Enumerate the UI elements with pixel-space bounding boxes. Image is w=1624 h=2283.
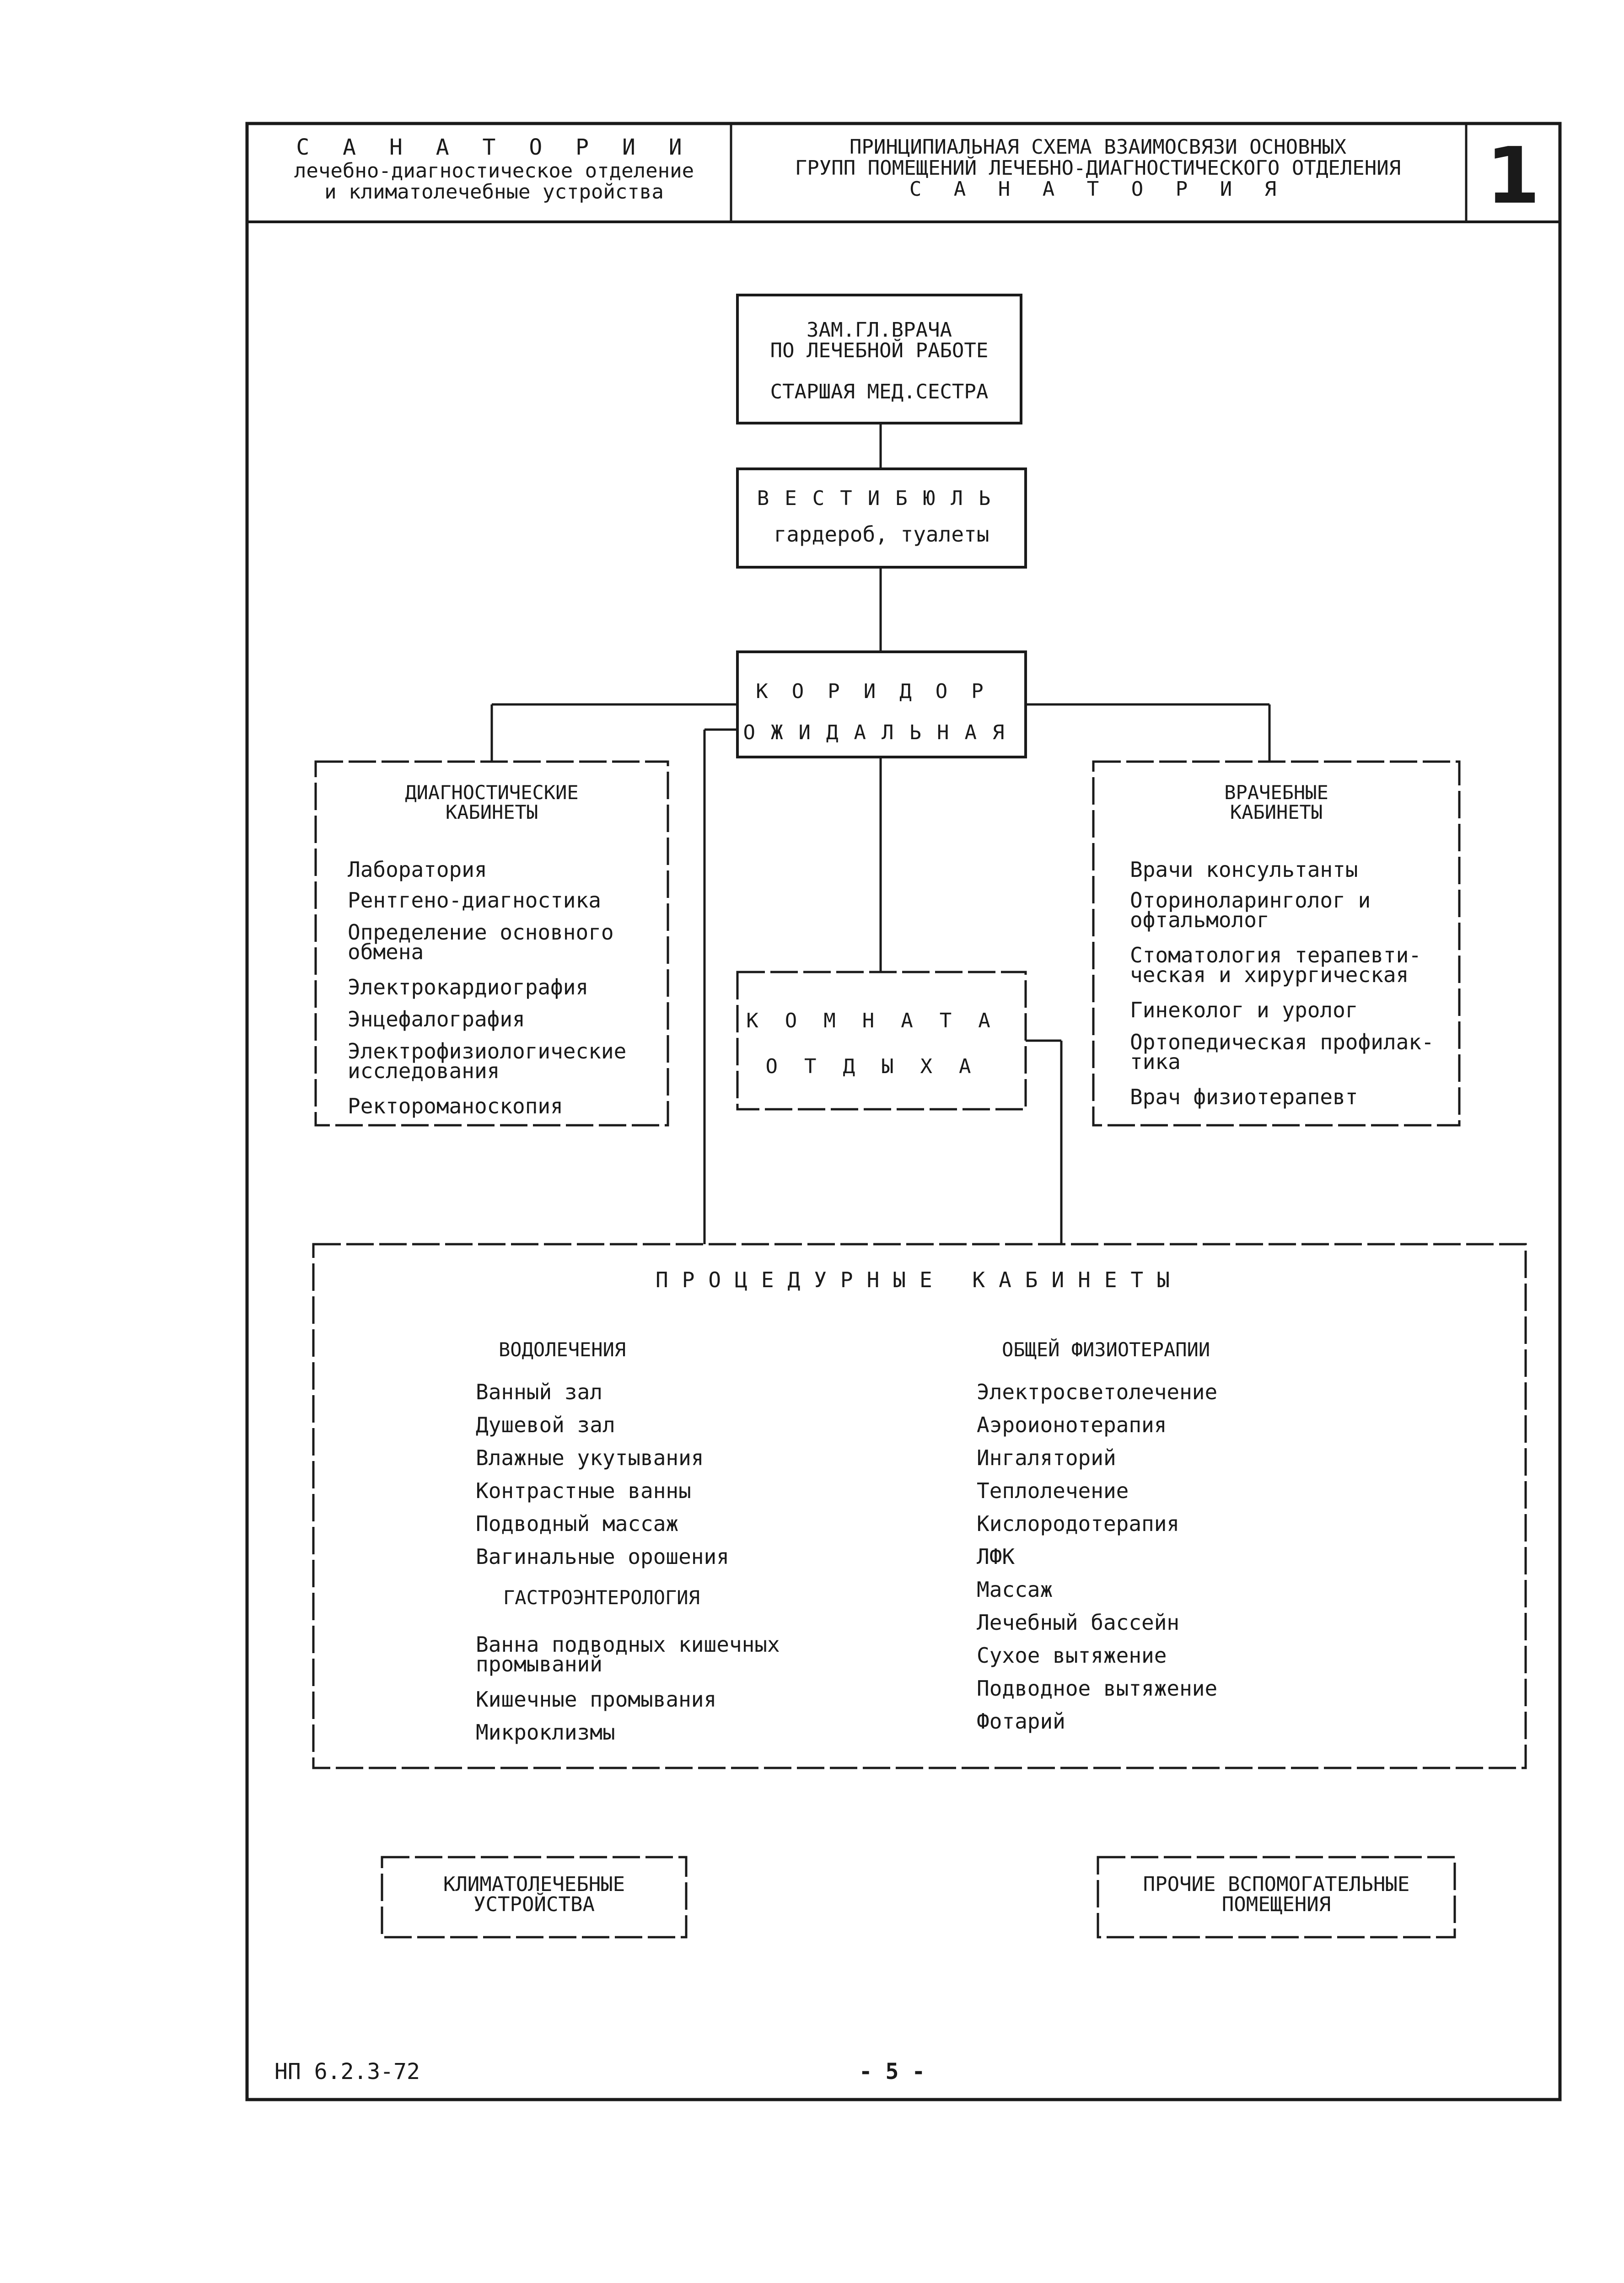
head-line1: ЗАМ.ГЛ.ВРАЧА (807, 318, 952, 342)
rest-room-line1: КОМНАТА (746, 1009, 1017, 1032)
rest-room-line2: ОТДЫХА (765, 1055, 998, 1078)
vestibule-subtitle: гардероб, туалеты (774, 522, 989, 547)
header-center-line3: С А Н А Т О Р И Я (909, 177, 1287, 201)
header-center-line2: ГРУПП ПОМЕЩЕНИЙ ЛЕЧЕБНО-ДИАГНОСТИЧЕСКОГО… (795, 156, 1401, 180)
procedure-right-item: Теплолечение (977, 1478, 1129, 1503)
other-box (1097, 1856, 1456, 1939)
header-left-title: С А Н А Т О Р И И (296, 134, 692, 160)
procedure-left-item: Душевой зал (476, 1413, 615, 1437)
outer-border (245, 122, 1562, 2101)
doctors-item: Стоматология терапевти- (1130, 943, 1421, 967)
procedure-left-heading2: ГАСТРОЭНТЕРОЛОГИЯ (503, 1586, 700, 1609)
procedure-left-item2: Микроклизмы (476, 1720, 615, 1745)
climate-line1: КЛИМАТОЛЕЧЕБНЫЕ (443, 1873, 625, 1896)
doctors-item: Врач физиотерапевт (1130, 1085, 1358, 1109)
doctors-box (1092, 760, 1461, 1127)
doctors-title1: ВРАЧЕБНЫЕ (1224, 781, 1328, 804)
procedure-left-item: Вагинальные орошения (476, 1544, 729, 1569)
procedure-left-item2: Ванна подводных кишечных (476, 1632, 780, 1657)
vestibule-box (736, 467, 1027, 569)
procedure-left-item: Контрастные ванны (476, 1478, 691, 1503)
doctors-item: Оториноларинголог и (1130, 888, 1371, 913)
procedure-right-item: Кислородотерапия (977, 1511, 1180, 1536)
procedure-left-item2: Кишечные промывания (476, 1687, 717, 1712)
corridor-line1: КОРИДОР (756, 680, 1007, 703)
diagnostic-item: Лаборатория (348, 857, 487, 882)
corridor-line2: ОЖИДАЛЬНАЯ (743, 721, 1020, 744)
diagnostic-item: Электрокардиография (348, 975, 589, 999)
diagnostic-item: Ректороманоскопия (348, 1094, 563, 1118)
procedure-right-item: ЛФК (977, 1544, 1015, 1569)
footer-code: НП 6.2.3-72 (274, 2059, 420, 2084)
doctors-item: Ортопедическая профилак- (1130, 1030, 1434, 1054)
head-line2: ПО ЛЕЧЕБНОЙ РАБОТЕ (770, 339, 989, 362)
header-center-line1: ПРИНЦИПИАЛЬНАЯ СХЕМА ВЗАИМОСВЯЗИ ОСНОВНЫ… (849, 135, 1347, 159)
procedure-right-item: Массаж (977, 1577, 1053, 1602)
procedure-right-item: Фотарий (977, 1709, 1065, 1734)
diagnostic-item: Определение основного (348, 920, 614, 945)
diagnostic-item: Рентгено-диагностика (348, 888, 601, 913)
diagnostic-item: исследования (348, 1058, 500, 1083)
head-line3: СТАРШАЯ МЕД.СЕСТРА (770, 380, 989, 403)
procedure-left-item: Влажные укутывания (476, 1445, 704, 1470)
other-line1: ПРОЧИЕ ВСПОМОГАТЕЛЬНЫЕ (1143, 1873, 1410, 1896)
procedure-right-item: Электросветолечение (977, 1380, 1218, 1404)
procedure-left-item: Ванный зал (476, 1380, 602, 1404)
doctors-item: ческая и хирургическая (1130, 962, 1409, 987)
procedure-right-item: Подводное вытяжение (977, 1676, 1218, 1701)
diagnostic-title2: КАБИНЕТЫ (445, 801, 538, 823)
diagnostic-item: обмена (348, 940, 424, 964)
header-left-line1: лечебно-диагностическое отделение (294, 159, 694, 183)
diagnostic-item: Электрофизиологические (348, 1039, 627, 1064)
doctors-title2: КАБИНЕТЫ (1230, 801, 1323, 823)
procedure-left-item2: промываний (476, 1652, 602, 1676)
procedure-right-item: Ингаляторий (977, 1445, 1116, 1470)
head-box (736, 294, 1022, 424)
rest-room-box (736, 971, 1027, 1111)
procedure-right-heading: ОБЩЕЙ ФИЗИОТЕРАПИИ (1002, 1338, 1210, 1361)
page-number: - 5 - (859, 2059, 925, 2084)
climate-line2: УСТРОЙСТВА (473, 1893, 595, 1916)
diagnostic-title1: ДИАГНОСТИЧЕСКИЕ (405, 781, 579, 804)
procedure-right-item: Лечебный бассейн (977, 1610, 1180, 1635)
procedure-right-item: Аэроионотерапия (977, 1413, 1167, 1437)
diagnostic-item: Энцефалография (348, 1007, 525, 1031)
header-left-line2: и климатолечебные устройства (324, 180, 664, 204)
procedure-title: ПРОЦЕДУРНЫЕ КАБИНЕТЫ (656, 1268, 1183, 1292)
other-line2: ПОМЕЩЕНИЯ (1221, 1893, 1331, 1916)
doctors-item: офтальмолог (1130, 908, 1269, 932)
procedure-left-heading: ВОДОЛЕЧЕНИЯ (499, 1338, 626, 1361)
doctors-item: Врачи консультанты (1130, 857, 1358, 882)
procedure-right-item: Сухое вытяжение (977, 1643, 1167, 1668)
procedure-box (312, 1243, 1527, 1769)
doctors-item: тика (1130, 1049, 1181, 1074)
doctors-item: Гинеколог и уролог (1130, 998, 1358, 1022)
procedure-left-item: Подводный массаж (476, 1511, 679, 1536)
sheet-number: 1 (1486, 131, 1540, 221)
climate-box (381, 1856, 688, 1939)
vestibule-title: ВЕСТИБЮЛЬ (757, 487, 1006, 510)
